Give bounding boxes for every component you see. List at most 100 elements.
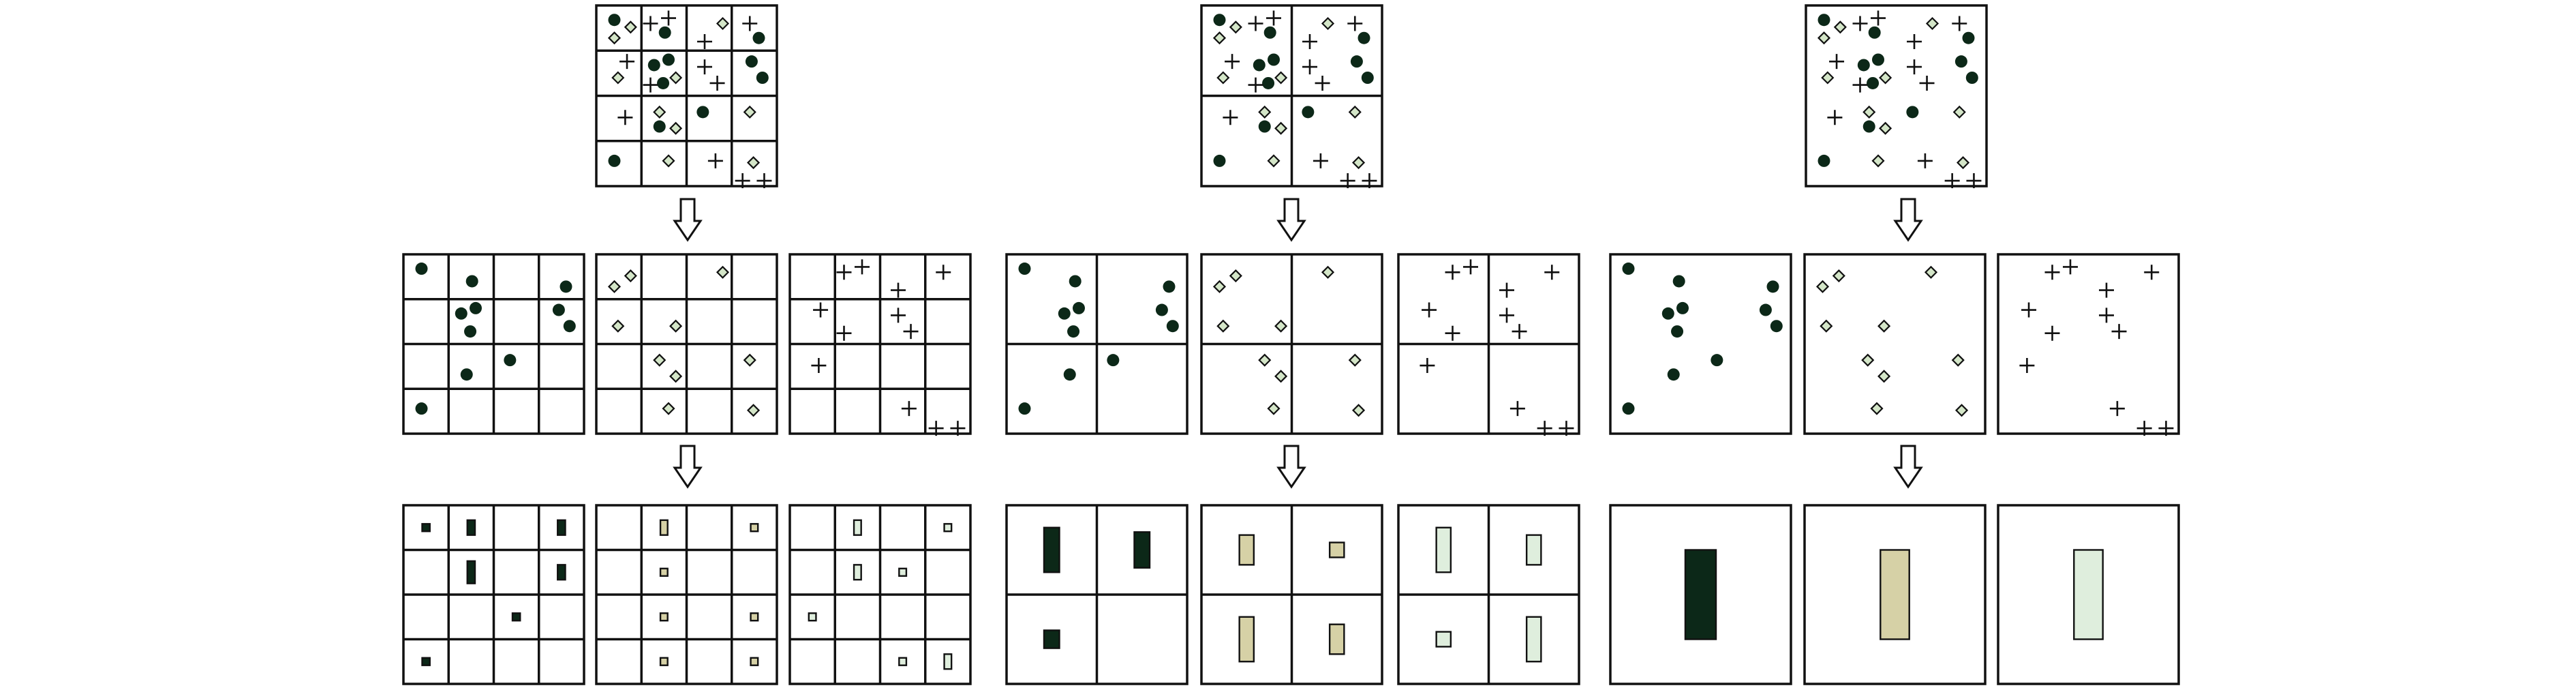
bottom-panel-1-cross-bars (808, 519, 953, 670)
diamond-marker (1861, 353, 1875, 367)
cross-marker (1420, 358, 1435, 374)
cross-marker (2109, 401, 2125, 417)
bottom-panel-3-dot-bars (1684, 549, 1717, 640)
bottom-panel-1-cross-bar (898, 657, 908, 666)
dot-marker (1213, 14, 1226, 27)
cross-marker (2136, 421, 2152, 436)
diamond-marker (1817, 31, 1831, 45)
diamond-marker (1216, 319, 1230, 333)
dot-marker (608, 154, 621, 167)
cross-marker (661, 10, 676, 26)
diamond-marker (669, 121, 683, 135)
top-panel-1 (595, 4, 778, 189)
down-arrow-icon-1b (673, 445, 703, 489)
cross-marker (1445, 325, 1460, 341)
dot-marker (1965, 72, 1978, 84)
cross-marker (2099, 308, 2114, 323)
bottom-panel-2-cross-bar (1525, 534, 1542, 566)
diamond-marker (1925, 16, 1939, 31)
dot-marker (1155, 303, 1168, 316)
bottom-panel-1-dia-bars (659, 519, 759, 666)
bottom-panel-2-cross-bar (1435, 526, 1452, 573)
dot-marker (464, 325, 477, 338)
dot-marker (1107, 354, 1120, 367)
cross-marker (1537, 421, 1552, 436)
cross-marker (707, 153, 723, 168)
mid-panel-3-cross (1997, 253, 2180, 436)
dot-marker (1018, 402, 1031, 415)
cross-marker (1827, 110, 1843, 125)
diamond-marker (1870, 402, 1884, 415)
bottom-panel-1-dia (595, 504, 778, 685)
cross-marker (697, 34, 712, 49)
cross-marker (1944, 173, 1960, 189)
mid-panel-2-dot (1005, 253, 1189, 435)
bottom-panel-3-dot-bar (1684, 549, 1717, 640)
dot-marker (1872, 53, 1884, 66)
mid-panel-1-dot (402, 253, 585, 435)
diamond-marker (716, 265, 730, 279)
cross-marker (1223, 110, 1238, 125)
dot-marker (465, 275, 478, 288)
dot-marker (1857, 59, 1870, 72)
cross-marker (1907, 34, 1922, 49)
dot-marker (696, 106, 709, 119)
cross-marker (903, 324, 919, 340)
dot-marker (1711, 354, 1723, 367)
bottom-panel-3-dia-bars (1880, 549, 1910, 640)
dot-marker (1766, 280, 1779, 293)
dot-marker (563, 320, 576, 333)
dot-marker (1862, 120, 1875, 133)
bottom-panel-2-dot-bars (1043, 526, 1151, 649)
diamond-marker (669, 319, 683, 333)
dot-marker (1253, 59, 1266, 72)
cross-marker (1559, 421, 1574, 436)
bottom-panel-2-dia (1200, 504, 1383, 685)
down-arrow-icon-1a (673, 198, 703, 242)
cross-marker (735, 173, 750, 189)
diamond-marker (1833, 20, 1847, 34)
cross-marker (813, 302, 829, 318)
diamond-marker (624, 269, 637, 283)
bottom-panel-2-cross-bar (1525, 616, 1542, 663)
cross-marker (742, 16, 758, 31)
cross-marker (1266, 10, 1281, 26)
diamond-marker (1212, 280, 1227, 293)
diamond-marker (1258, 105, 1272, 119)
bottom-panel-2-cross (1397, 504, 1580, 685)
diamond-marker (1879, 121, 1892, 135)
cross-marker (836, 265, 852, 280)
dot-marker (756, 72, 769, 84)
cross-marker (1544, 265, 1560, 280)
diamond-marker (1321, 16, 1335, 31)
bottom-panel-1-dia-bar (750, 523, 759, 533)
bottom-panel-1-dot-bar (466, 519, 476, 536)
bottom-panel-1-cross-bar (853, 564, 862, 581)
dot-marker (1671, 325, 1684, 338)
down-arrow-icon-3a (1893, 198, 1923, 242)
dot-marker (1166, 320, 1179, 333)
dot-marker (608, 14, 621, 27)
mid-panel-2-cross (1397, 253, 1580, 436)
diamond-marker (611, 319, 625, 333)
diamond-marker (1348, 353, 1362, 367)
diamond-marker (1956, 155, 1970, 170)
cross-marker (1907, 59, 1922, 75)
top-panel-3-frame (1805, 4, 1988, 188)
cross-marker (1919, 75, 1935, 91)
diamond-marker (611, 71, 625, 85)
dot-marker (559, 280, 572, 293)
bottom-panel-1-dia-bar (659, 519, 669, 536)
dot-marker (1258, 120, 1271, 133)
dot-marker (1676, 301, 1689, 314)
top-panel-2 (1200, 4, 1383, 189)
diamond-marker (1879, 71, 1892, 85)
cross-marker (1315, 75, 1330, 91)
diamond-marker (1274, 319, 1288, 333)
bottom-panel-1-dia-bar (659, 657, 669, 666)
dot-marker (460, 368, 473, 381)
dot-marker (658, 26, 671, 39)
dot-marker (647, 59, 660, 72)
diamond-marker (1351, 404, 1366, 417)
bottom-panel-2-cross-bar (1435, 631, 1452, 648)
